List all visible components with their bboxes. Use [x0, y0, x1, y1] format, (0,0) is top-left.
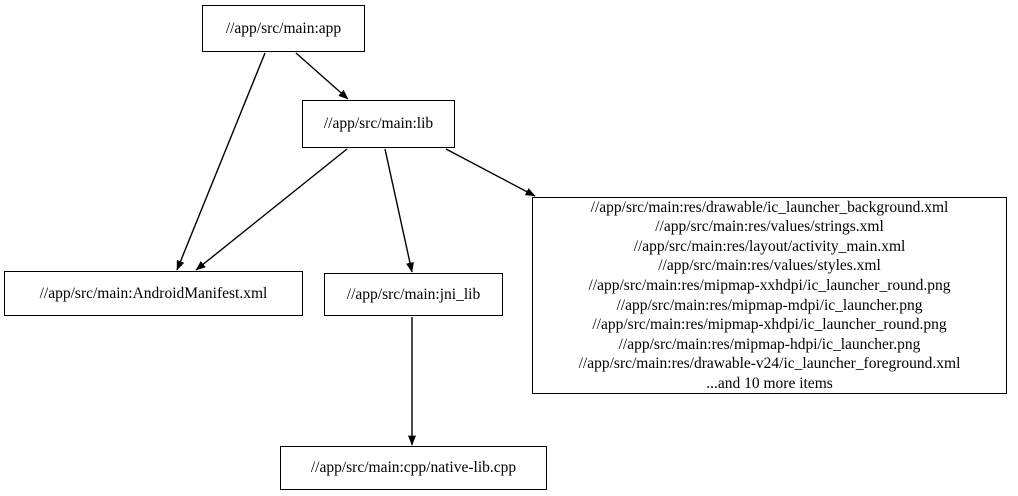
node-native-lib-cpp[interactable]: //app/src/main:cpp/native-lib.cpp: [280, 446, 547, 490]
node-res-cluster[interactable]: //app/src/main:res/drawable/ic_launcher_…: [532, 197, 1007, 394]
edge-lib-to-manifest: [195, 148, 348, 271]
node-lib-label: //app/src/main:lib: [323, 115, 434, 133]
node-jni-lib[interactable]: //app/src/main:jni_lib: [324, 273, 503, 316]
node-app-label: //app/src/main:app: [225, 19, 342, 37]
node-res-cluster-label: //app/src/main:res/drawable/ic_launcher_…: [578, 198, 961, 392]
node-jni-lib-label: //app/src/main:jni_lib: [346, 285, 481, 303]
node-android-manifest[interactable]: //app/src/main:AndroidManifest.xml: [4, 271, 303, 316]
edge-app-to-lib: [295, 52, 349, 100]
node-app[interactable]: //app/src/main:app: [202, 5, 365, 52]
node-native-lib-cpp-label: //app/src/main:cpp/native-lib.cpp: [310, 459, 517, 477]
edge-app-to-manifest: [176, 52, 266, 271]
edge-lib-to-jni-lib: [384, 148, 414, 273]
node-android-manifest-label: //app/src/main:AndroidManifest.xml: [39, 284, 268, 302]
edge-lib-to-res-cluster: [445, 148, 536, 197]
node-lib[interactable]: //app/src/main:lib: [302, 100, 455, 148]
